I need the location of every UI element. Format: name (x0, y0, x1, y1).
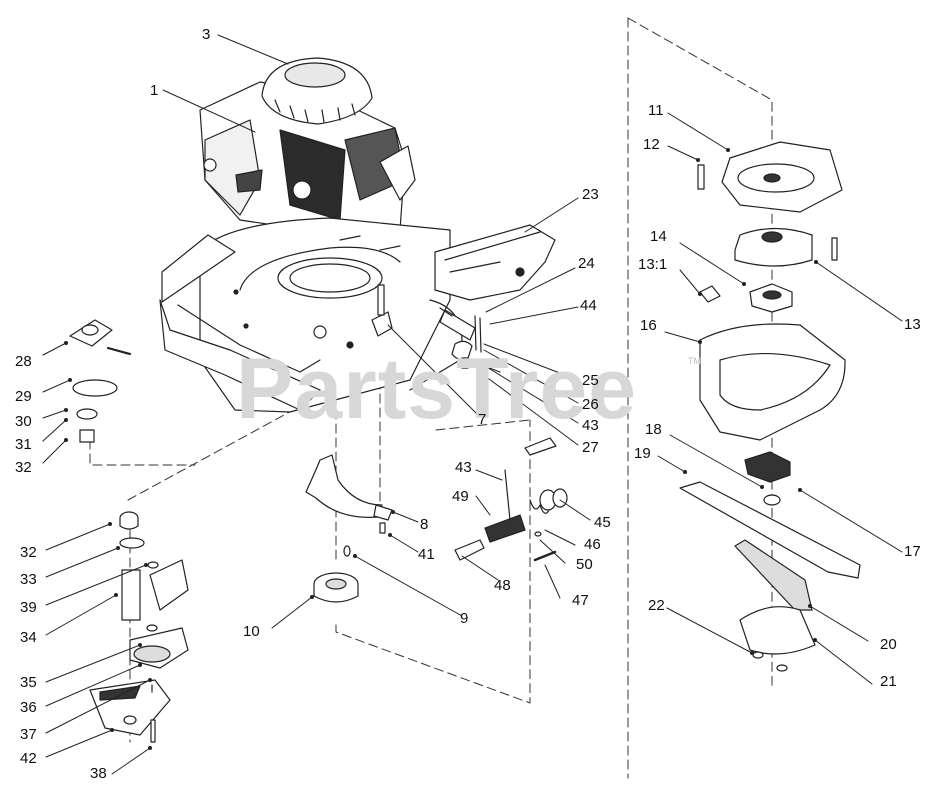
callout-11: 11 (648, 102, 664, 119)
callout-38: 38 (90, 765, 107, 782)
callout-9: 9 (460, 610, 469, 627)
callout-3: 3 (202, 26, 211, 43)
callout-27: 27 (582, 439, 599, 456)
callout-14: 14 (650, 228, 667, 245)
callout-35: 35 (20, 674, 37, 691)
callout-45: 45 (594, 514, 611, 531)
callout-12: 12 (643, 136, 660, 153)
callout-leader-lines (42, 34, 903, 775)
height-linkage (439, 307, 501, 373)
callout-10: 10 (243, 623, 260, 640)
callout-37: 37 (20, 726, 37, 743)
callout-8: 8 (420, 516, 429, 533)
wheel-pivot-parts (69, 319, 132, 443)
spring-lever-assembly (454, 437, 568, 562)
callout-23: 23 (582, 186, 599, 203)
callout-44: 44 (580, 297, 597, 314)
callout-43: 43 (455, 459, 472, 476)
callout-41: 41 (418, 546, 435, 563)
callout-39: 39 (20, 599, 37, 616)
callout-33: 33 (20, 571, 37, 588)
callout-13-1: 13:1 (638, 256, 668, 273)
leader-arrowheads (64, 148, 818, 750)
callout-24: 24 (578, 255, 595, 272)
callout-29: 29 (15, 388, 32, 405)
assembly-guide-lines (89, 17, 773, 779)
callout-20: 20 (880, 636, 897, 653)
callout-16: 16 (640, 317, 657, 334)
engine (199, 57, 416, 241)
watermark: PartsTree (236, 341, 638, 437)
callout-22: 22 (648, 597, 665, 614)
callout-42: 42 (20, 750, 37, 767)
callout-28: 28 (15, 353, 32, 370)
callout-17: 17 (904, 543, 921, 560)
callout-31: 31 (15, 436, 32, 453)
callout-34: 34 (20, 629, 37, 646)
callout-50: 50 (576, 556, 593, 573)
callout-43: 43 (582, 417, 599, 434)
callout-25: 25 (582, 372, 599, 389)
callout-48: 48 (494, 577, 511, 594)
callout-18: 18 (645, 421, 662, 438)
cable-bracket (305, 454, 393, 534)
callout-30: 30 (15, 413, 32, 430)
callout-26: 26 (582, 396, 599, 413)
rear-axle-assembly (89, 511, 189, 743)
deck-bolt (371, 284, 393, 337)
blade-adapter-assembly (679, 141, 861, 672)
callout-21: 21 (880, 673, 897, 690)
callout-47: 47 (572, 592, 589, 609)
mower-deck (159, 217, 463, 413)
handle-bracket (434, 224, 556, 301)
watermark-trademark: TM (688, 356, 701, 366)
callout-49: 49 (452, 488, 469, 505)
callout-19: 19 (634, 445, 651, 462)
callout-32: 32 (20, 544, 37, 561)
callout-32: 32 (15, 459, 32, 476)
callout-1: 1 (150, 82, 159, 99)
front-wheel (313, 545, 359, 603)
callout-13: 13 (904, 316, 921, 333)
callout-46: 46 (584, 536, 601, 553)
callout-7: 7 (478, 411, 487, 428)
callout-36: 36 (20, 699, 37, 716)
